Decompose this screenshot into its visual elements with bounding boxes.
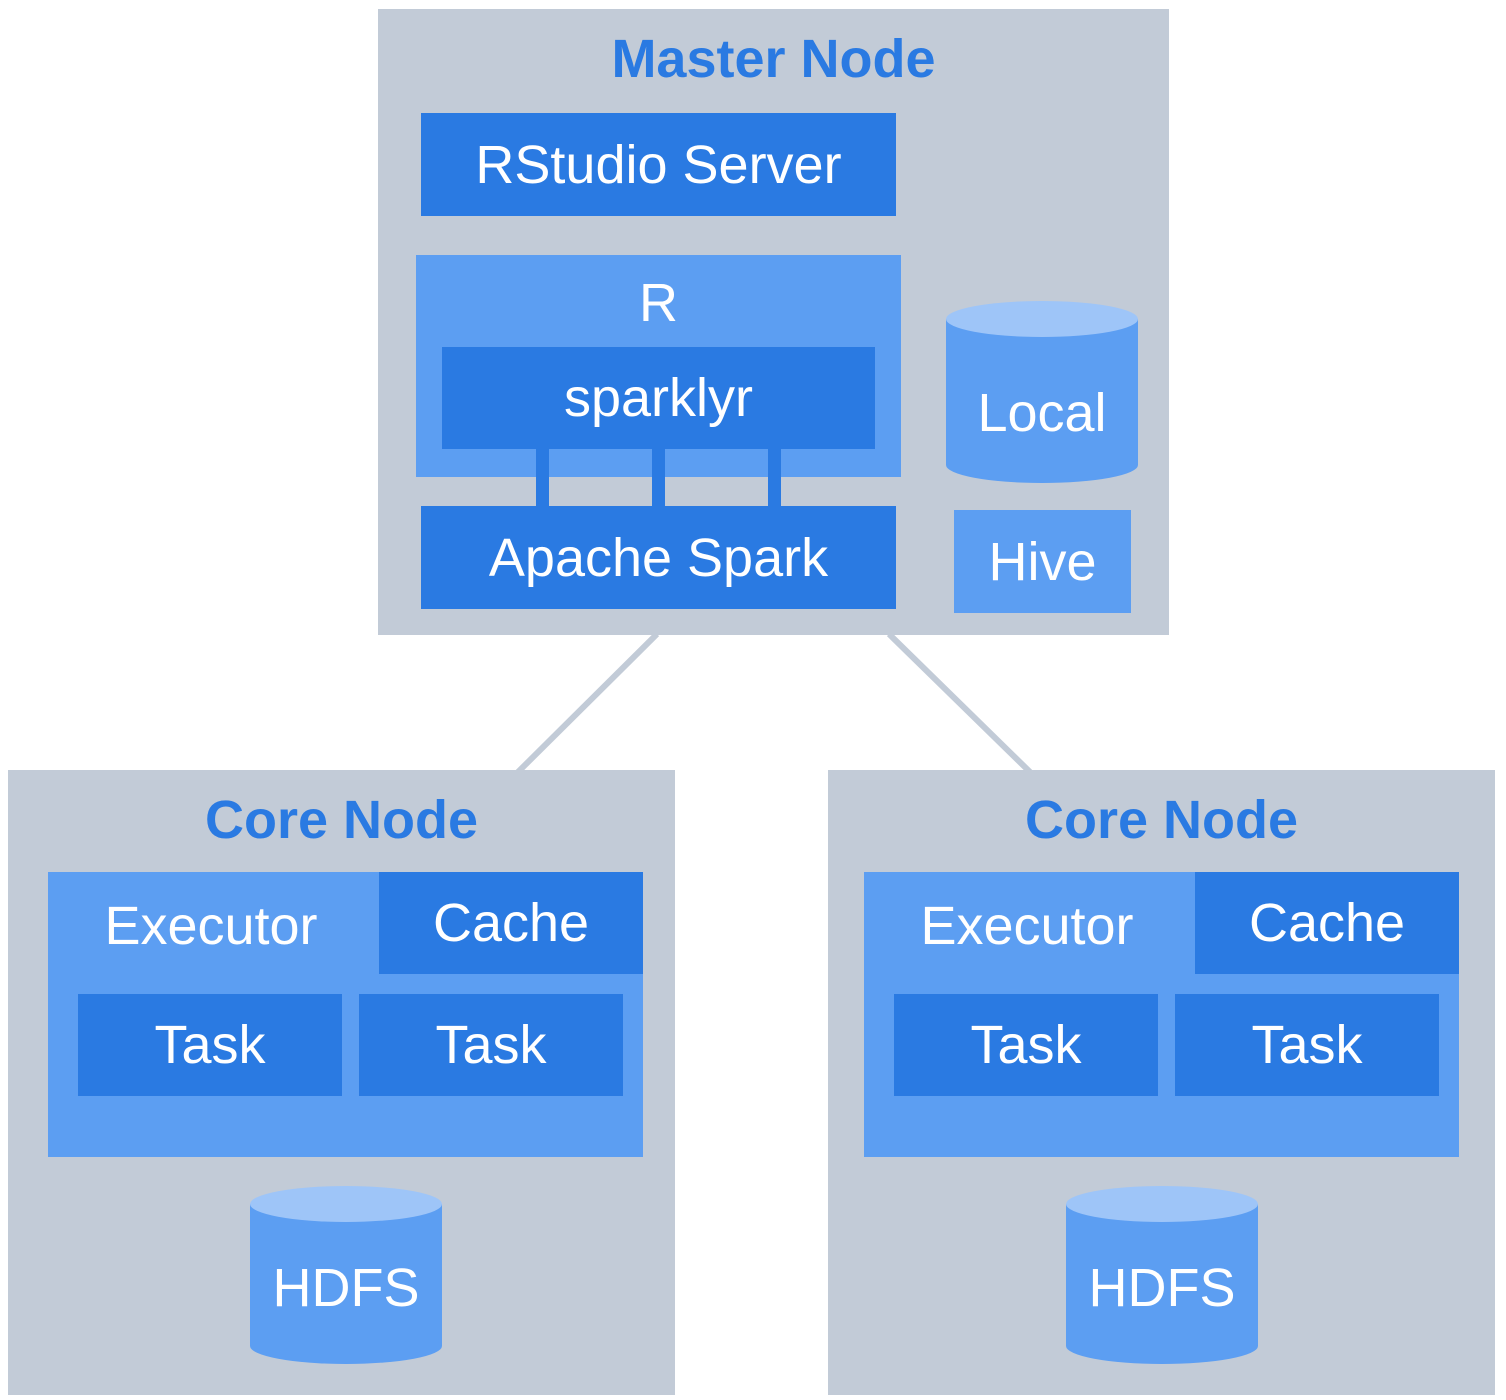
- executor-box-left: Executor Cache Task Task: [48, 872, 643, 1157]
- master-node: Master Node RStudio Server R sparklyr Ap…: [378, 9, 1169, 635]
- task-box-left-1: Task: [78, 994, 342, 1096]
- rstudio-server-box: RStudio Server: [421, 113, 896, 216]
- task-box-right-1: Task: [894, 994, 1158, 1096]
- hdfs-label-left: HDFS: [272, 1258, 420, 1318]
- core-node-left: Core Node Executor Cache Task Task HDFS: [8, 770, 675, 1395]
- executor-label-right: Executor: [920, 896, 1134, 956]
- hdfs-cylinder-right: HDFS: [1064, 1184, 1260, 1366]
- local-storage-cylinder: Local: [944, 299, 1140, 485]
- core-node-right-title: Core Node: [1024, 790, 1299, 850]
- hdfs-label-right: HDFS: [1088, 1258, 1236, 1318]
- executor-box-right: Executor Cache Task Task: [864, 872, 1459, 1157]
- core-node-left-title: Core Node: [204, 790, 479, 850]
- task-box-right-2: Task: [1175, 994, 1439, 1096]
- database-icon: [250, 1186, 442, 1364]
- executor-label-left: Executor: [104, 896, 318, 956]
- link-master-core-right: [886, 631, 1033, 775]
- apache-spark-box: Apache Spark: [421, 506, 896, 609]
- master-node-title: Master Node: [611, 29, 936, 89]
- local-label: Local: [977, 383, 1107, 443]
- task-box-left-2: Task: [359, 994, 623, 1096]
- hive-box: Hive: [954, 510, 1131, 613]
- database-icon: [946, 301, 1138, 483]
- core-node-right: Core Node Executor Cache Task Task HDFS: [828, 770, 1495, 1395]
- sparklyr-spark-connector-2: [652, 449, 665, 507]
- sparklyr-spark-connector-1: [536, 449, 549, 507]
- hdfs-cylinder-left: HDFS: [248, 1184, 444, 1366]
- r-label: R: [639, 273, 678, 333]
- sparklyr-spark-connector-3: [768, 449, 781, 507]
- cache-box-left: Cache: [379, 872, 643, 974]
- database-icon: [1066, 1186, 1258, 1364]
- link-master-core-left: [515, 631, 660, 775]
- sparklyr-box: sparklyr: [442, 347, 875, 449]
- cache-box-right: Cache: [1195, 872, 1459, 974]
- r-box: R sparklyr: [416, 255, 901, 477]
